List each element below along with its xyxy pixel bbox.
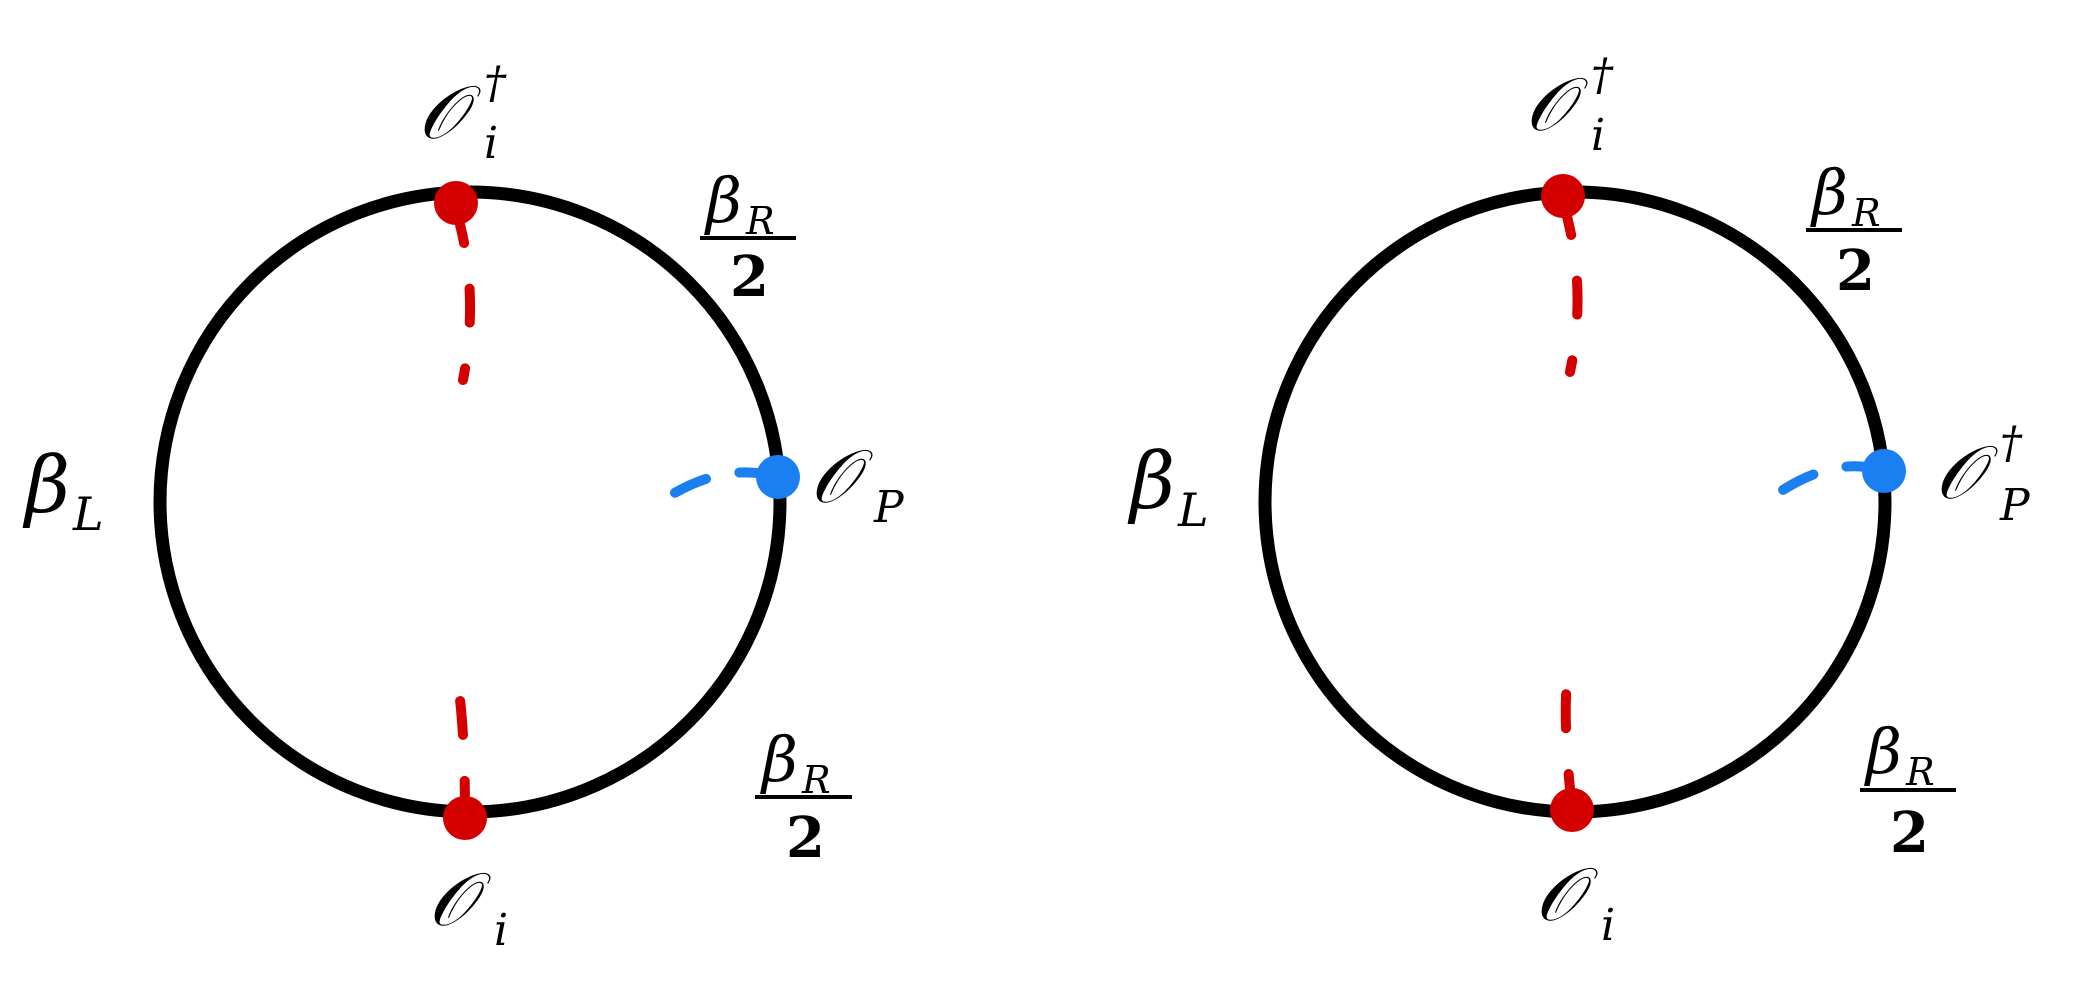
probe-operator-dot — [756, 455, 800, 499]
bottom-operator-dot — [1550, 788, 1594, 832]
top-operator-dashed-line — [1558, 197, 1583, 377]
bottom-operator-dot — [443, 796, 487, 840]
svg-text:2: 2 — [786, 805, 825, 871]
svg-text:2: 2 — [1890, 800, 1929, 866]
svg-text:βR: βR — [704, 164, 775, 243]
probe-operator-dot — [1862, 449, 1906, 493]
bottom-operator-dashed-line — [1560, 663, 1577, 813]
svg-text:βR: βR — [760, 723, 831, 802]
top-operator-dot — [434, 181, 478, 225]
bottom-operator-dashed-line — [451, 667, 470, 820]
svg-text:2: 2 — [1836, 238, 1875, 304]
svg-text:βR: βR — [1864, 715, 1935, 794]
top-operator-dashed-line — [451, 205, 476, 385]
svg-text:2: 2 — [730, 244, 769, 310]
beta-left-label: βL — [1127, 437, 1209, 537]
top-operator-dot — [1541, 174, 1585, 218]
beta-left-label: βL — [22, 441, 104, 541]
svg-text:βR: βR — [1810, 156, 1881, 235]
